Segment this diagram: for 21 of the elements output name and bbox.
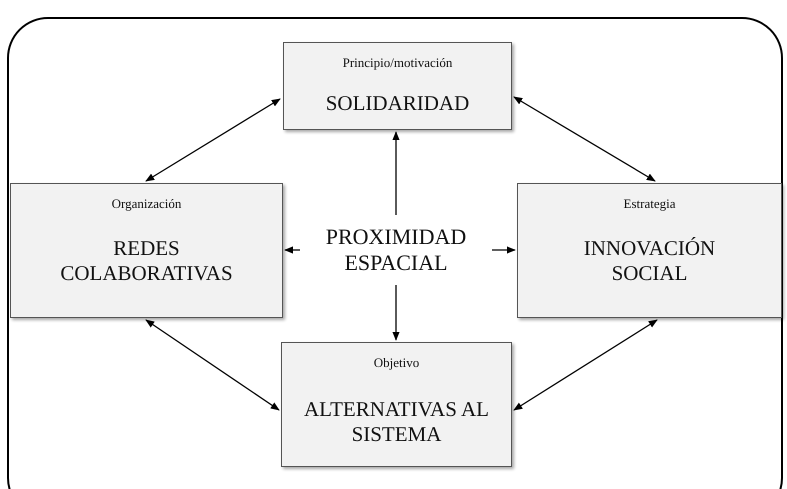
category-label: Principio/motivación [342,55,452,71]
concept-box [283,42,512,130]
concept-box [517,183,782,318]
arrow [145,98,281,182]
concept-box [281,342,512,467]
arrow [392,131,400,215]
arrow [392,285,400,341]
central-concept-label: PROXIMIDAD ESPACIAL [300,215,492,285]
arrow [145,319,280,411]
concept-box [10,183,283,318]
concept-title: ALTERNATIVAS AL SISTEMA [303,397,490,448]
arrow [513,96,656,182]
concept-title: REDES COLABORATIVAS [59,236,234,286]
arrow [513,319,658,411]
category-label: Organización [112,196,182,212]
arrow [492,246,516,254]
category-label: Estrategia [624,196,676,212]
concept-title: SOLIDARIDAD [324,91,470,116]
arrow [284,246,300,254]
concept-title: INNOVACIÓN SOCIAL [582,236,716,286]
category-label: Objetivo [374,355,420,371]
